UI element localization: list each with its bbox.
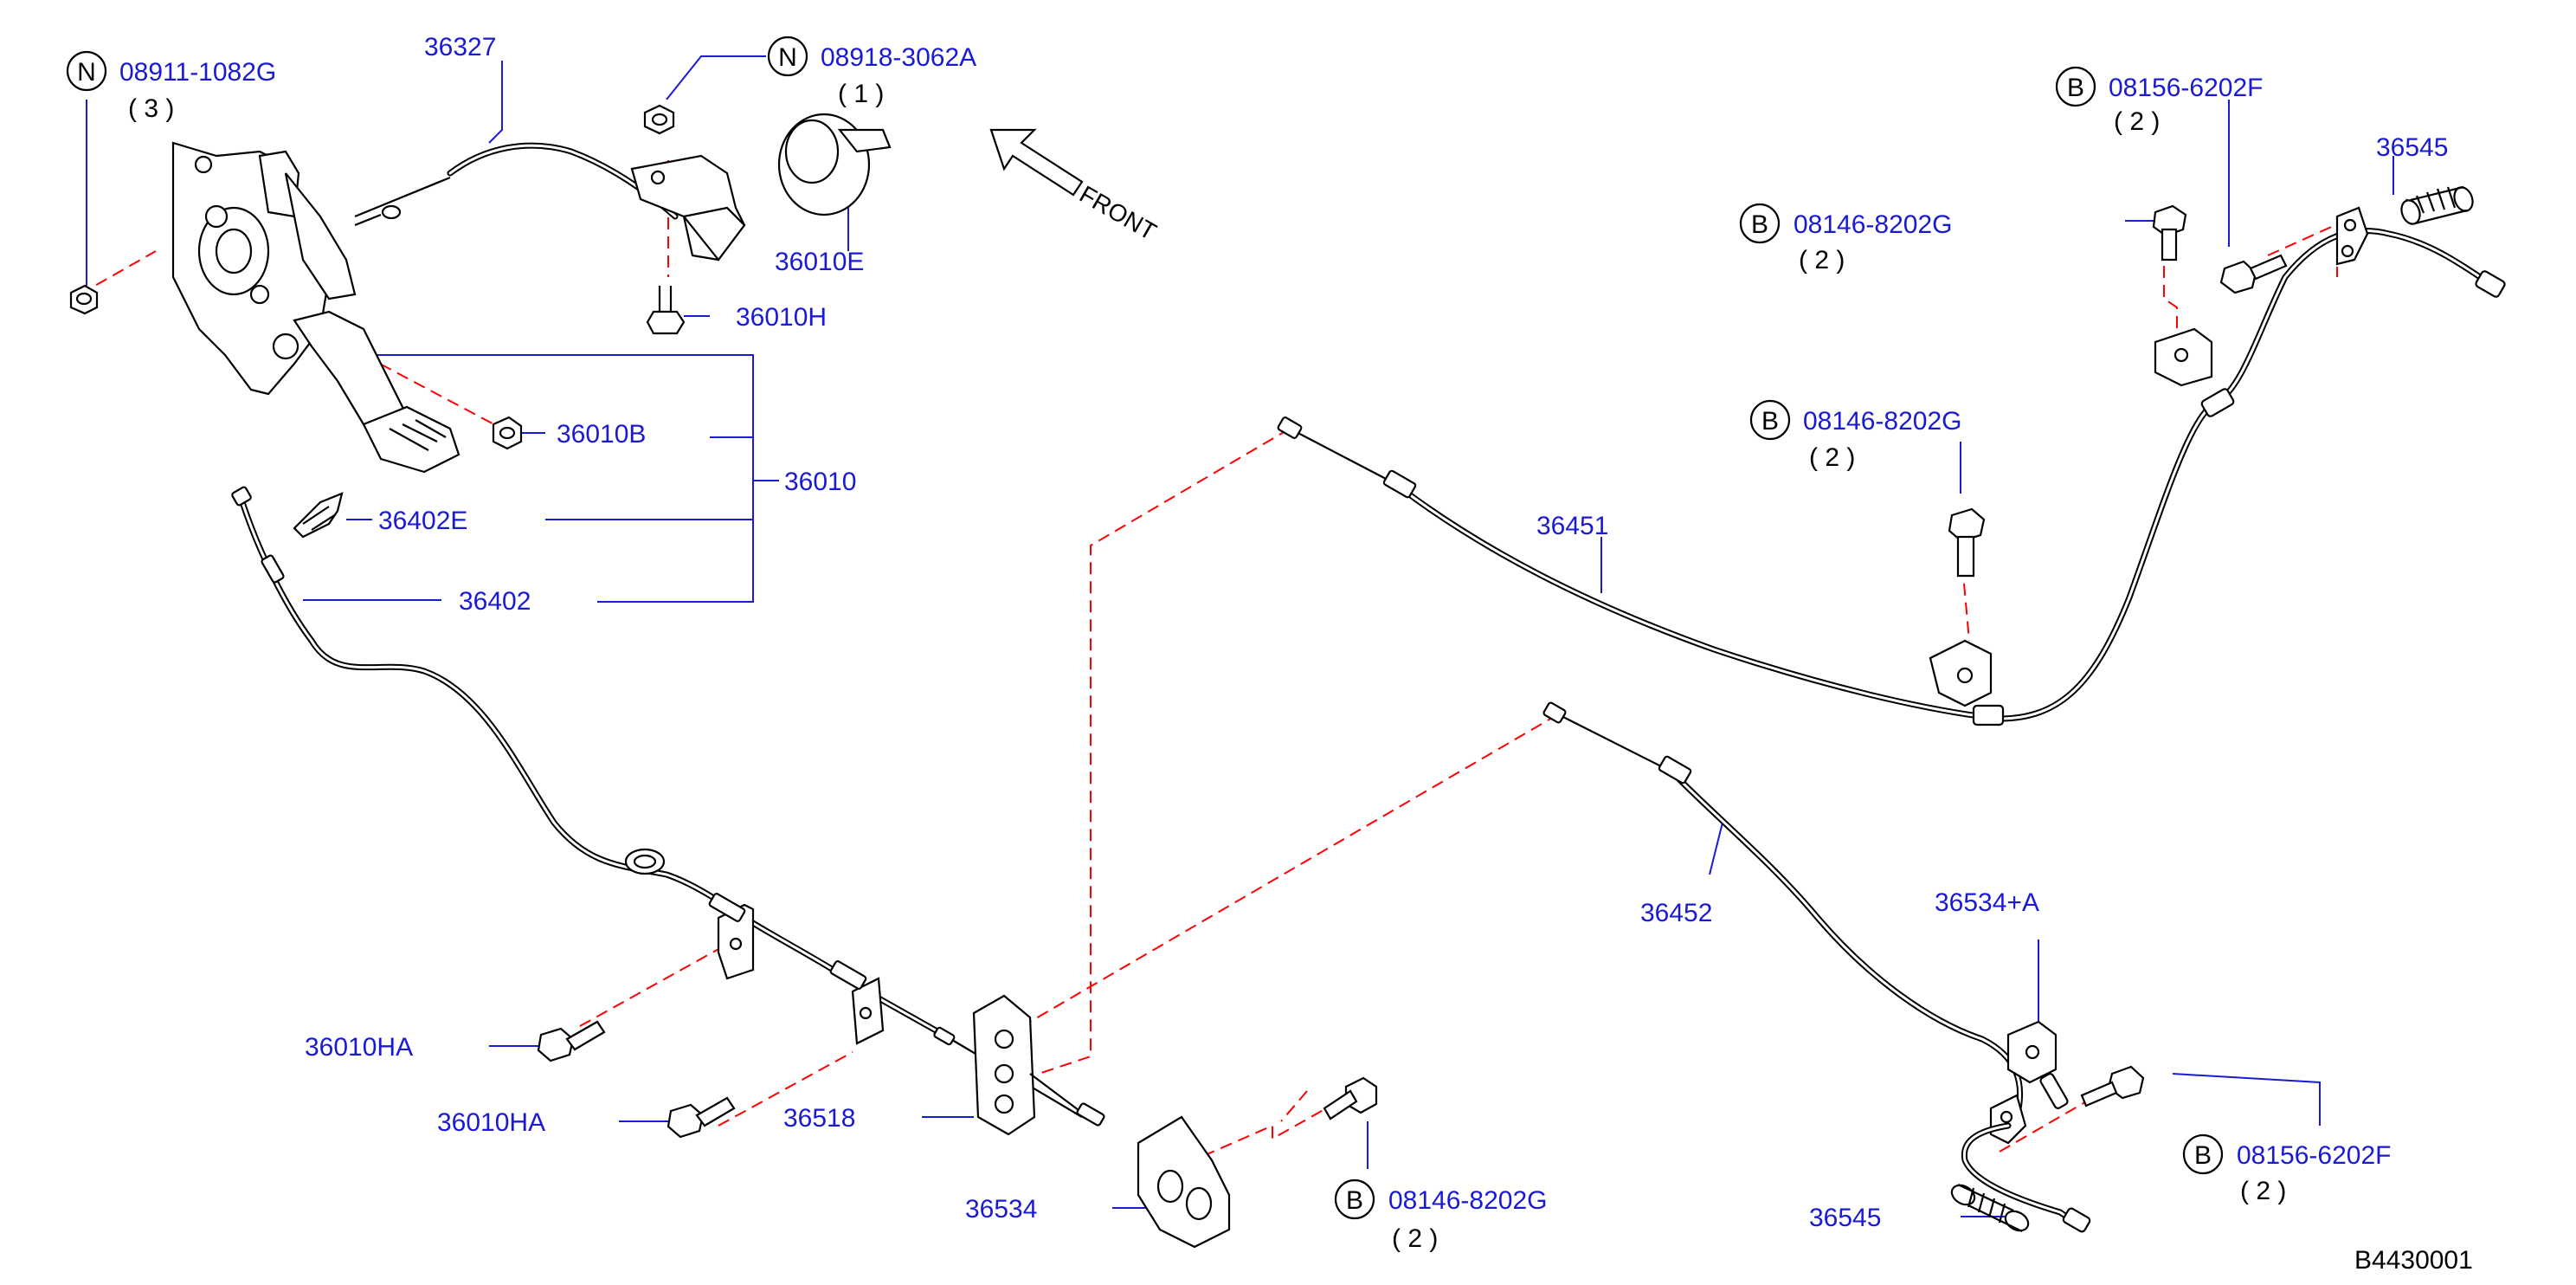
brackets-36402 bbox=[708, 893, 885, 1045]
part-number-08156-6202F: 08156-6202F bbox=[2237, 1141, 2391, 1170]
quantity: ( 3 ) bbox=[128, 94, 174, 123]
nut-36010B bbox=[492, 416, 523, 450]
assembly-guide-lines bbox=[79, 160, 2355, 1157]
plate-36534 bbox=[1137, 1115, 1231, 1249]
callout-08146-8202G-a: B 08146-8202G ( 2 ) bbox=[1739, 203, 1953, 274]
part-number-08918-3062A: 08918-3062A bbox=[821, 43, 976, 72]
clamp-36010E bbox=[777, 113, 892, 216]
cable-end-36452 bbox=[1542, 701, 1692, 785]
bolt-36010HA-1 bbox=[537, 1020, 606, 1062]
label-36010H: 36010H bbox=[736, 303, 827, 332]
bolt-08146-c bbox=[1323, 1076, 1378, 1120]
cable-end-36402 bbox=[231, 486, 285, 584]
front-arrow-icon bbox=[989, 128, 1084, 197]
label-36545-top: 36545 bbox=[2376, 133, 2448, 162]
callout-08146-8202G-b: B 08146-8202G ( 2 ) bbox=[1749, 399, 1962, 472]
clip-36402E bbox=[293, 492, 344, 539]
cable-36402 bbox=[239, 499, 947, 1038]
bracket-36451-upper bbox=[2154, 327, 2235, 417]
quantity: ( 1 ) bbox=[838, 80, 884, 108]
bolt-36010HA-2 bbox=[667, 1096, 736, 1139]
part-labels: 36327 36010E 36010H 36010B 36010 36402E … bbox=[305, 33, 2448, 1232]
callout-prefix-b: B bbox=[1751, 210, 1768, 239]
bolt-08156-bottom bbox=[2080, 1065, 2145, 1107]
callout-prefix-b: B bbox=[1346, 1186, 1363, 1215]
bolt-08146-a bbox=[2152, 204, 2187, 262]
diagram-code: B4430001 bbox=[2354, 1246, 2473, 1275]
nut-08911 bbox=[69, 284, 99, 315]
grommet-36402 bbox=[624, 848, 666, 875]
cable-end-wires bbox=[236, 176, 1667, 1118]
label-36402E: 36402E bbox=[378, 507, 467, 535]
part-number-08146-8202G: 08146-8202G bbox=[1794, 210, 1953, 239]
quantity: ( 2 ) bbox=[1809, 443, 1855, 472]
quantity: ( 2 ) bbox=[2114, 107, 2160, 136]
part-number-08156-6202F: 08156-6202F bbox=[2109, 74, 2263, 102]
end-bracket-36452 bbox=[1961, 1073, 2091, 1233]
label-36327: 36327 bbox=[424, 33, 496, 61]
cable-end-36451 bbox=[1277, 416, 1417, 499]
label-36010HA-2: 36010HA bbox=[437, 1108, 545, 1137]
bracket-36451-mid bbox=[1929, 639, 2005, 726]
label-36518: 36518 bbox=[783, 1104, 855, 1133]
part-number-08911-1082G: 08911-1082G bbox=[119, 58, 276, 87]
end-bracket-36451 bbox=[2335, 206, 2506, 298]
label-36010E: 36010E bbox=[775, 248, 864, 276]
spring-36545-top bbox=[2400, 185, 2474, 225]
callout-08156-6202F-top: B 08156-6202F ( 2 ) bbox=[2055, 66, 2263, 136]
leader-lines bbox=[86, 55, 2394, 1217]
equalizer-36518 bbox=[933, 994, 1105, 1136]
bolt-36010H bbox=[646, 286, 686, 335]
bracket-36534A bbox=[2006, 1020, 2058, 1084]
part-number-08146-8202G: 08146-8202G bbox=[1803, 407, 1962, 436]
label-36545-bottom: 36545 bbox=[1809, 1204, 1881, 1232]
part-number-08146-8202G: 08146-8202G bbox=[1388, 1186, 1548, 1215]
front-label: FRONT bbox=[1075, 180, 1161, 245]
callout-08156-6202F-bottom: B 08156-6202F ( 2 ) bbox=[2182, 1133, 2391, 1205]
callout-prefix-b: B bbox=[1761, 407, 1779, 436]
callout-prefix-n: N bbox=[778, 43, 797, 72]
cable-36452 bbox=[1676, 776, 2024, 1120]
bolt-08146-b bbox=[1948, 507, 1986, 578]
parking-brake-pedal-assembly bbox=[171, 141, 460, 474]
callout-08918-3062A: N 08918-3062A ( 1 ) bbox=[767, 36, 976, 108]
label-36452: 36452 bbox=[1640, 899, 1712, 927]
callout-08146-8202G-c: B 08146-8202G ( 2 ) bbox=[1334, 1178, 1548, 1253]
nut-08918 bbox=[643, 104, 675, 135]
label-36402: 36402 bbox=[459, 587, 531, 616]
callout-08911-1082G: N 08911-1082G ( 3 ) bbox=[66, 50, 276, 123]
clevis-pin bbox=[354, 204, 402, 227]
spring-36545-bottom bbox=[1950, 1184, 2030, 1232]
bolt-08156-top bbox=[2219, 254, 2288, 294]
bracket-36327-mount bbox=[630, 154, 746, 262]
callout-prefix-b: B bbox=[2194, 1141, 2212, 1170]
quantity: ( 2 ) bbox=[2240, 1177, 2286, 1205]
label-36534: 36534 bbox=[965, 1195, 1037, 1224]
label-36451: 36451 bbox=[1536, 512, 1608, 540]
label-36534A: 36534+A bbox=[1935, 888, 2039, 917]
quantity: ( 2 ) bbox=[1392, 1224, 1438, 1253]
callout-prefix-n: N bbox=[77, 58, 96, 87]
quantity: ( 2 ) bbox=[1799, 246, 1845, 274]
label-36010HA-1: 36010HA bbox=[305, 1033, 413, 1062]
label-36010B: 36010B bbox=[557, 420, 646, 449]
cable-36451 bbox=[1399, 228, 2496, 722]
label-36010: 36010 bbox=[784, 468, 856, 496]
callout-prefix-b: B bbox=[2067, 74, 2084, 102]
